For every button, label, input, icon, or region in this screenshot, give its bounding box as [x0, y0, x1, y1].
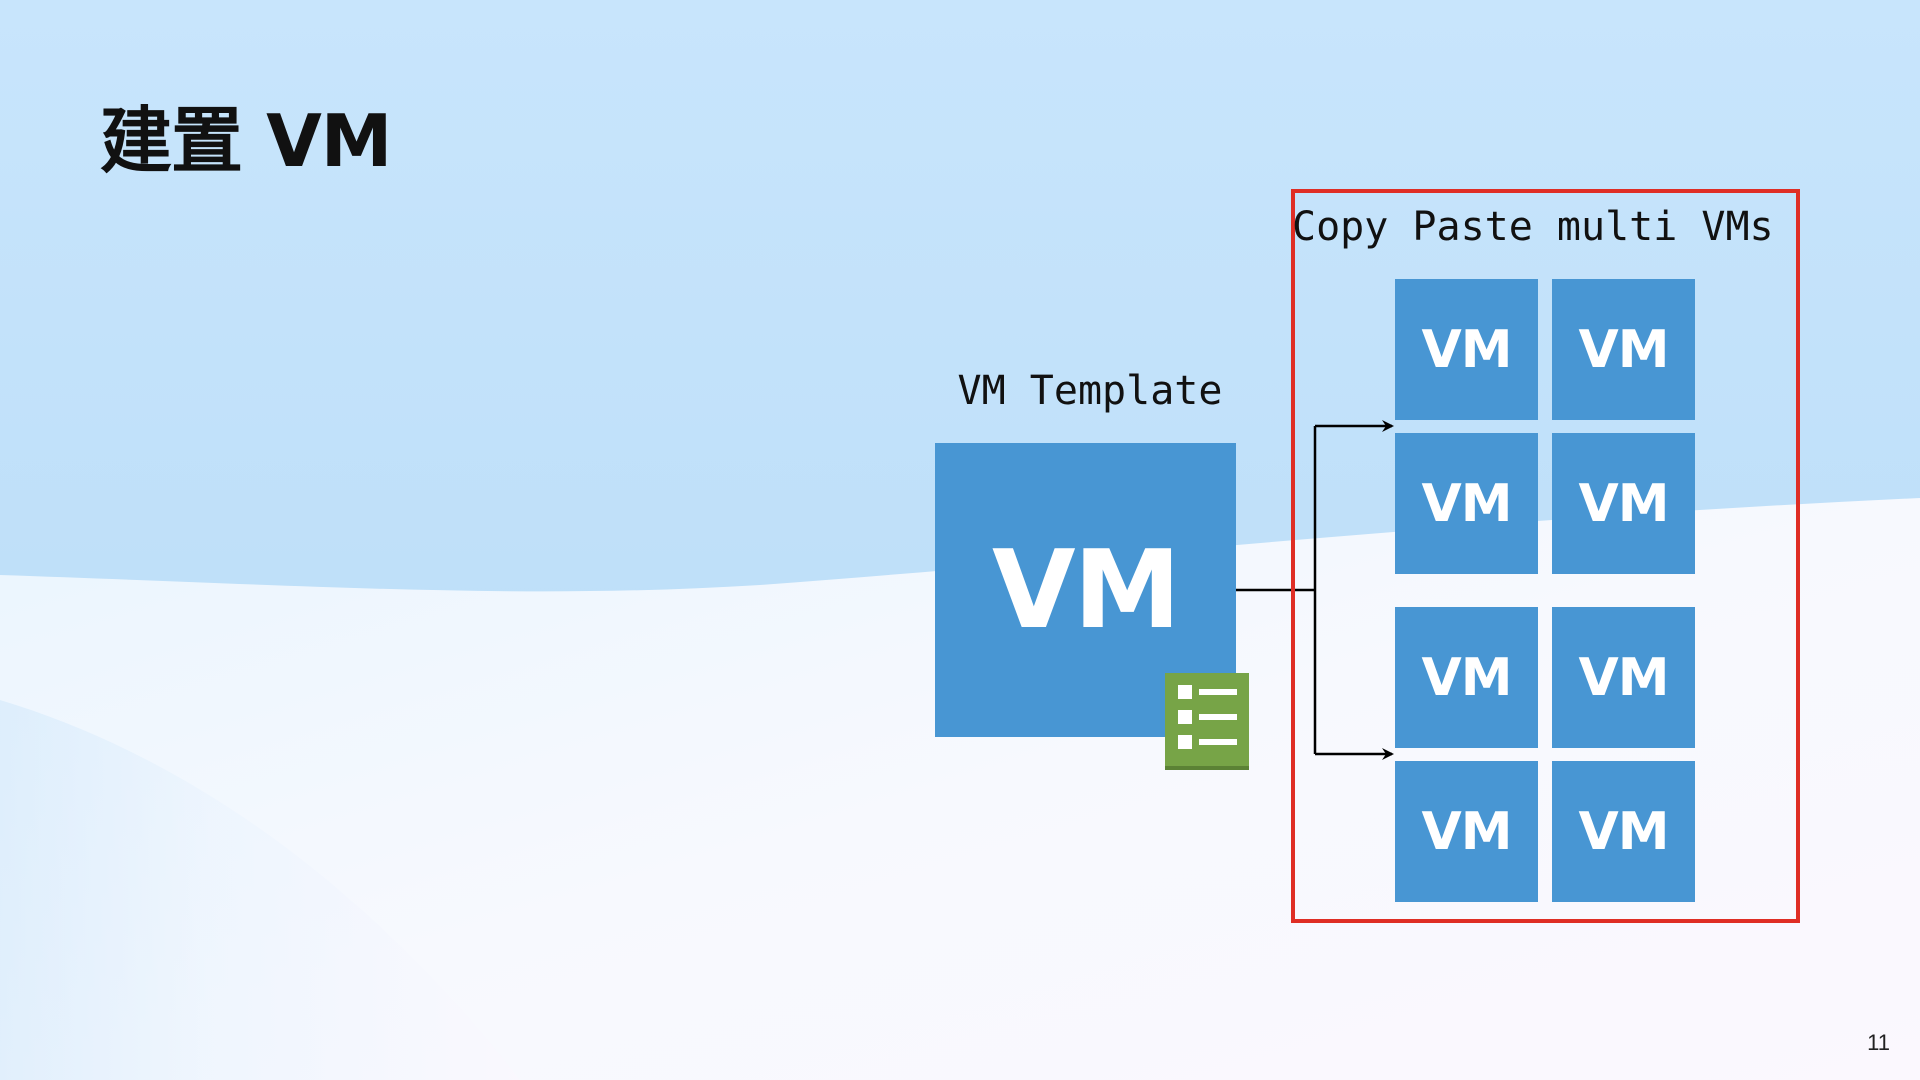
copy-vms-frame	[1291, 189, 1800, 923]
copy-vms-label: Copy Paste multi VMs	[1292, 204, 1774, 250]
vm-template-label: VM Template	[957, 368, 1223, 414]
slide-title: 建置 VM	[100, 99, 392, 183]
page-number: 11	[1867, 1030, 1890, 1055]
vm-instance: VM	[1395, 761, 1538, 902]
vm-instance: VM	[1395, 433, 1538, 574]
vm-instance: VM	[1395, 607, 1538, 748]
vm-instance: VM	[1552, 761, 1695, 902]
vm-instance: VM	[1552, 433, 1695, 574]
vm-instance: VM	[1552, 279, 1695, 420]
vm-instance: VM	[1552, 607, 1695, 748]
vm-template-box-label: VM	[991, 527, 1181, 653]
list-icon	[1165, 673, 1249, 770]
vm-instance: VM	[1395, 279, 1538, 420]
